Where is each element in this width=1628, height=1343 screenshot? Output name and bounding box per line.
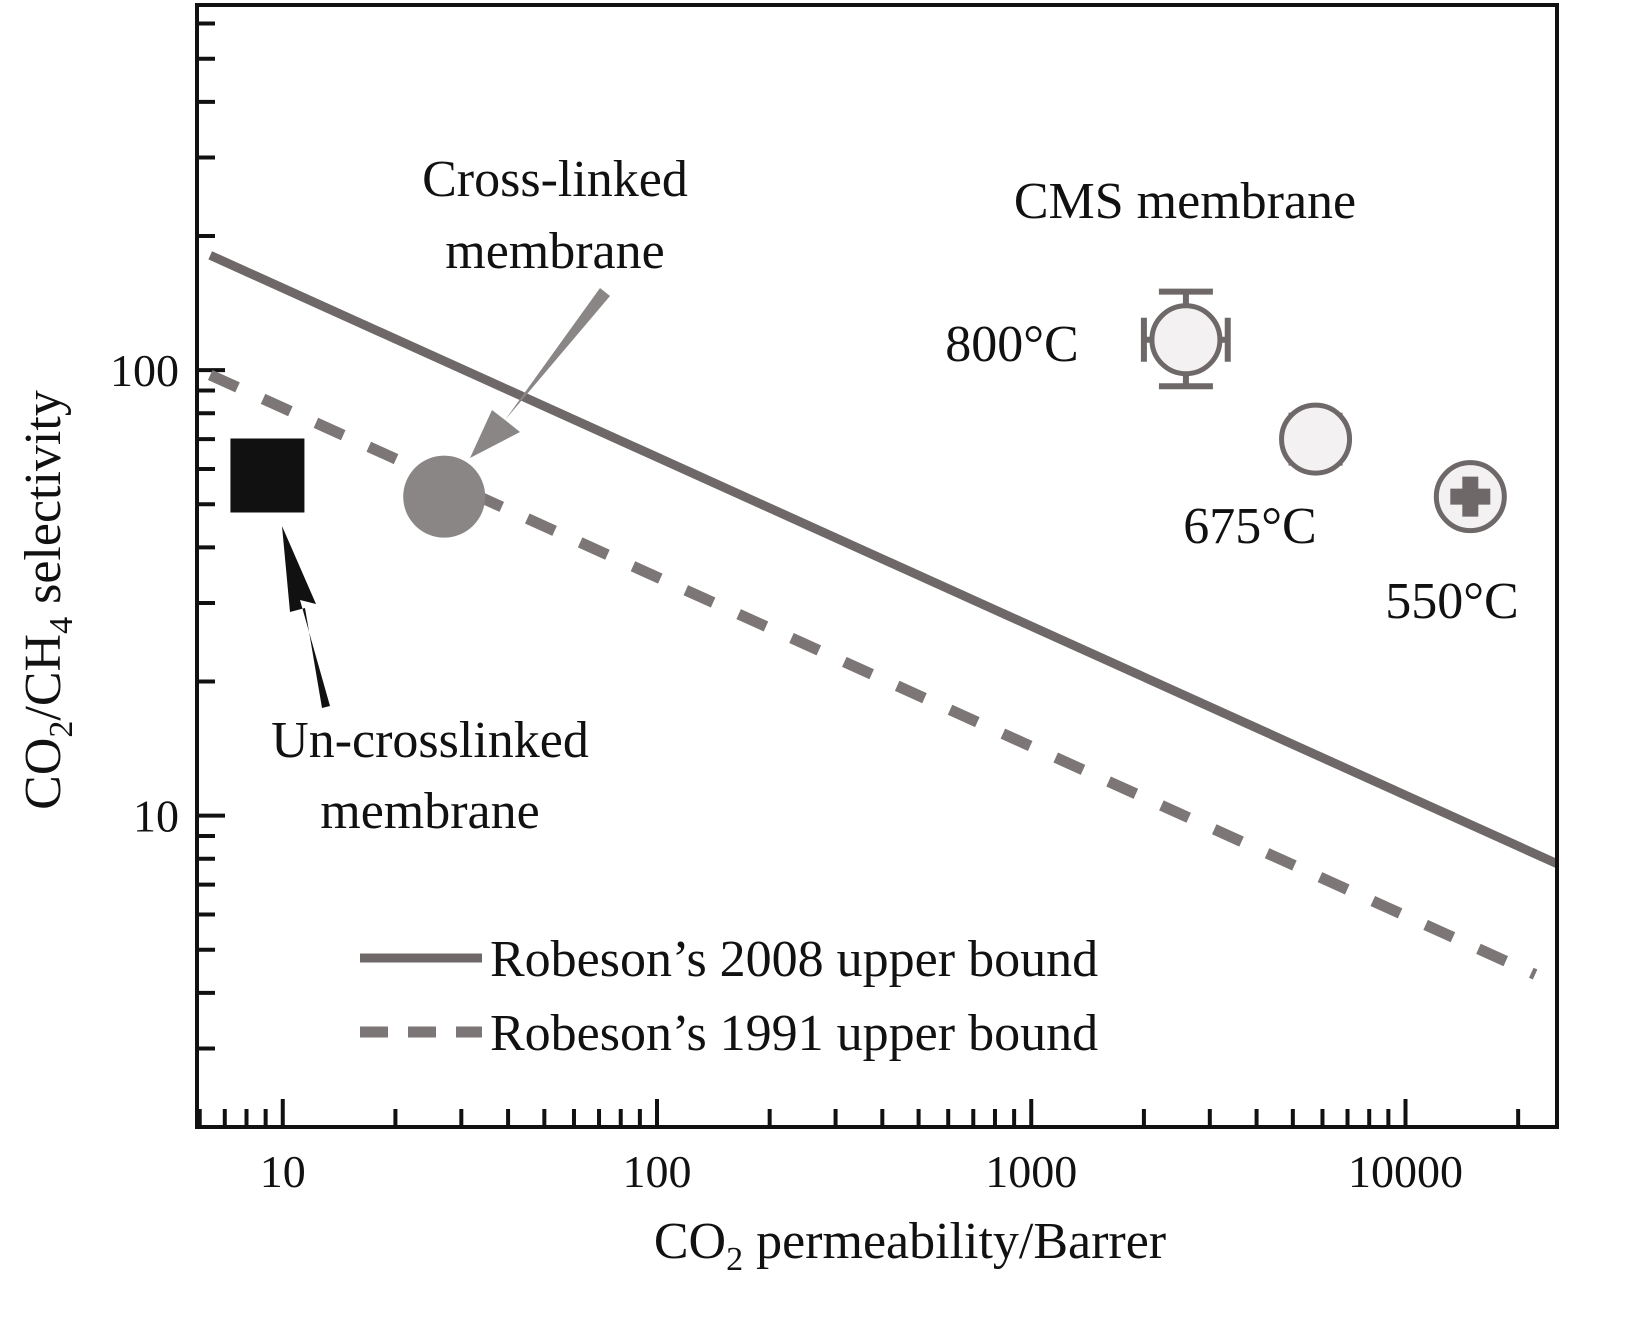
crosslinked-point	[403, 455, 486, 538]
x-tick-label: 10	[260, 1146, 306, 1197]
plot-frame	[195, 3, 1559, 1129]
axis-ticks: 10 100 1000 10000 10 100	[110, 21, 1521, 1197]
cms-point	[1140, 288, 1231, 390]
uncrosslinked-label-2: membrane	[320, 783, 539, 840]
x-tick-label: 10000	[1348, 1146, 1463, 1197]
cms-point	[1279, 402, 1353, 476]
robeson-2008-line	[208, 251, 1559, 868]
cms-marker	[1279, 402, 1353, 476]
uncrosslinked-point	[230, 438, 305, 513]
x-tick-label: 1000	[985, 1146, 1077, 1197]
y-tick-label: 10	[133, 791, 179, 842]
cms-marker	[1149, 303, 1223, 377]
x-tick-label: 100	[623, 1146, 692, 1197]
legend-label-2008: Robeson’s 2008 upper bound	[490, 931, 1098, 988]
temp-675-label: 675°C	[1183, 498, 1316, 555]
data-points	[230, 288, 1507, 538]
series-lines	[207, 251, 1559, 980]
cms-point	[1433, 460, 1507, 534]
y-axis-label: CO2/CH4 selectivity	[15, 390, 80, 810]
temp-800-label: 800°C	[945, 316, 1078, 373]
uncrosslinked-arrow	[282, 526, 330, 708]
legend-label-1991: Robeson’s 1991 upper bound	[490, 1005, 1098, 1062]
uncrosslinked-label-1: Un-crosslinked	[271, 712, 589, 769]
cross-mark	[1450, 488, 1491, 505]
x-axis-label: CO2 permeability/Barrer	[654, 1213, 1166, 1278]
cross-linked-label-2: membrane	[445, 223, 664, 280]
cms-label: CMS membrane	[1014, 173, 1356, 230]
temp-550-label: 550°C	[1385, 573, 1518, 630]
cross-linked-label-1: Cross-linked	[422, 151, 688, 208]
cross-linked-arrow	[470, 288, 610, 458]
y-tick-label: 100	[110, 345, 179, 396]
